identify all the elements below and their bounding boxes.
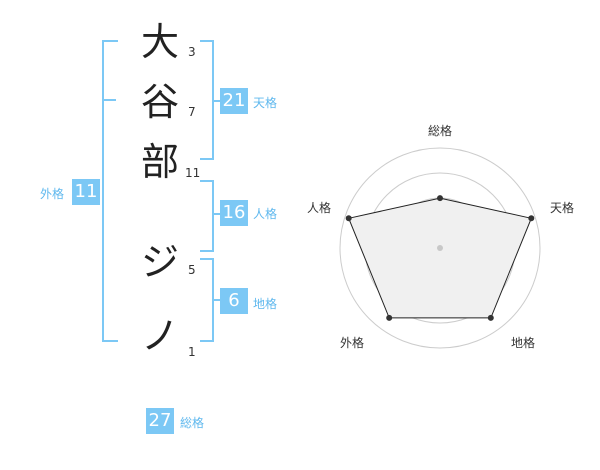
tenkaku-badge: 21 — [220, 88, 248, 114]
jinkaku-badge: 16 — [220, 200, 248, 226]
soukaku-label: 総格 — [180, 416, 205, 430]
jinkaku-label: 人格 — [253, 207, 278, 221]
chikaku-connector — [214, 299, 220, 301]
radar-center-dot — [437, 245, 443, 251]
name-char-5: ノ — [140, 314, 179, 358]
jinkaku-connector — [214, 213, 220, 215]
name-char-2: 谷 — [140, 80, 179, 124]
tenkaku-bracket — [200, 40, 214, 160]
radar-label-tenkaku: 天格 — [550, 201, 575, 215]
radar-chart — [339, 147, 541, 349]
radar-area — [348, 197, 532, 319]
radar-point — [528, 215, 535, 222]
gaikaku-bracket — [102, 40, 118, 342]
radar-label-jinkaku: 人格 — [307, 201, 332, 215]
radar-point — [437, 195, 443, 202]
jinkaku-bracket — [200, 180, 214, 252]
gaikaku-badge: 11 — [72, 179, 100, 205]
tenkaku-connector — [214, 100, 220, 102]
radar-label-chikaku: 地格 — [511, 336, 536, 350]
chikaku-badge: 6 — [220, 288, 248, 314]
tenkaku-label: 天格 — [253, 96, 278, 110]
name-char-1: 大 — [140, 20, 179, 64]
stroke-count-3: 11 — [185, 166, 201, 180]
stroke-count-4: 5 — [188, 263, 196, 277]
chikaku-label: 地格 — [253, 297, 278, 311]
name-char-3: 部 — [140, 140, 179, 184]
gaikaku-tick — [102, 99, 116, 101]
gaikaku-label: 外格 — [40, 187, 65, 201]
radar-point — [487, 314, 494, 321]
radar-point — [386, 314, 393, 321]
name-char-4: ジ — [140, 240, 179, 284]
stroke-count-2: 7 — [188, 105, 196, 119]
radar-label-gaikaku: 外格 — [340, 336, 365, 350]
radar-label-soukaku: 総格 — [428, 124, 453, 138]
radar-point — [345, 215, 352, 222]
radar-points — [345, 195, 535, 321]
stroke-count-5: 1 — [188, 345, 196, 359]
soukaku-badge: 27 — [146, 408, 174, 434]
chikaku-bracket — [200, 258, 214, 342]
stroke-count-1: 3 — [188, 45, 196, 59]
